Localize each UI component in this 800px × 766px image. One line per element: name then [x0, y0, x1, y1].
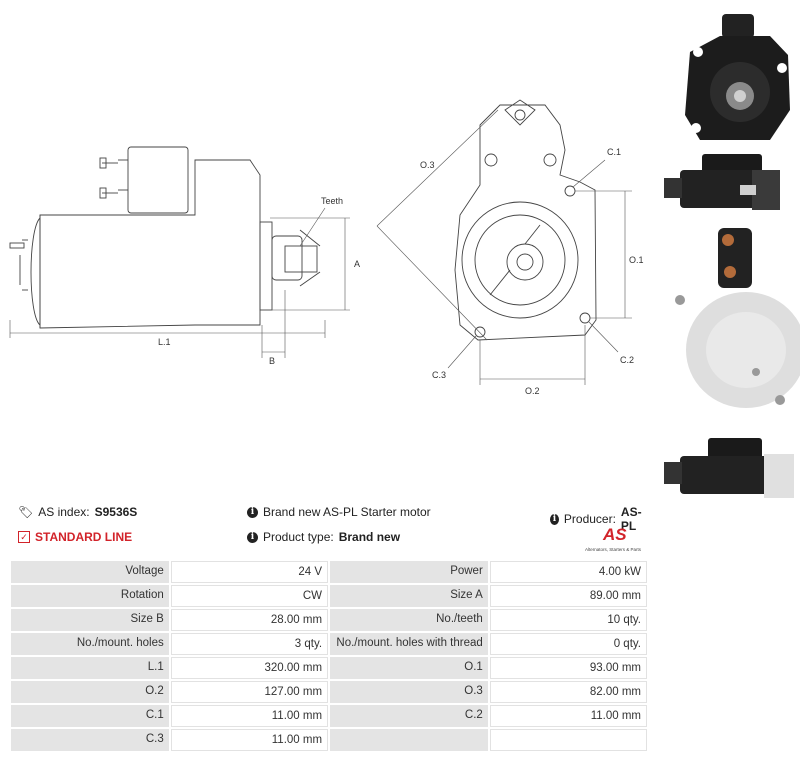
photo-side-view	[664, 154, 780, 210]
technical-drawing: L.1 B A Teeth O.3 O.1 O.2 C.1 C.2 C.3	[9, 99, 644, 396]
producer-label: Producer:	[563, 512, 616, 526]
spec-value: 11.00 mm	[489, 705, 647, 727]
info-row-2: ✓ STANDARD LINE i Product type: Brand ne…	[18, 530, 650, 548]
as-index-value: S9536S	[94, 505, 138, 519]
info-row-1: 🏷︎ AS index: S9536S i Brand new AS-PL St…	[18, 505, 650, 533]
spec-label: No./mount. holes with thread	[330, 633, 488, 655]
spec-value: 89.00 mm	[489, 585, 647, 607]
dim-c3-label: C.3	[432, 370, 446, 380]
dim-l1-label: L.1	[158, 337, 171, 347]
dim-a-label: A	[354, 259, 360, 269]
dim-c1-label: C.1	[607, 147, 621, 157]
producer: i Producer: AS-PL	[550, 505, 650, 533]
spec-label: O.1	[330, 657, 488, 679]
spec-value: 93.00 mm	[489, 657, 647, 679]
photo-bottom-view	[664, 438, 794, 498]
spec-label: C.1	[11, 705, 169, 727]
spec-label: L.1	[11, 657, 169, 679]
product-type: i Product type: Brand new	[247, 530, 400, 544]
spec-value: 4.00 kW	[489, 561, 647, 583]
spec-value: 320.00 mm	[170, 657, 329, 679]
spec-value: 82.00 mm	[489, 681, 647, 703]
dim-c2-label: C.2	[620, 355, 634, 365]
info-icon: i	[247, 531, 258, 543]
producer-value: AS-PL	[620, 505, 642, 533]
product-type-value: Brand new	[338, 530, 401, 544]
spec-value: 0 qty.	[489, 633, 647, 655]
dim-teeth-label: Teeth	[321, 196, 343, 206]
spec-value: 127.00 mm	[170, 681, 329, 703]
spec-label: O.3	[330, 681, 488, 703]
dim-o3-label: O.3	[420, 160, 435, 170]
info-icon: i	[247, 506, 258, 518]
logo-subtext: Alternators, Starters & Parts	[585, 547, 642, 552]
spec-value: 11.00 mm	[170, 729, 329, 751]
spec-label: Voltage	[11, 561, 169, 583]
tag-icon: 🏷︎	[18, 505, 34, 519]
spec-label: Size B	[11, 609, 169, 631]
spec-value: 11.00 mm	[170, 705, 329, 727]
spec-value: 24 V	[170, 561, 329, 583]
logo-text: AS	[602, 525, 627, 544]
spec-label	[330, 729, 488, 751]
spec-label: Rotation	[11, 585, 169, 607]
description: i Brand new AS-PL Starter motor	[247, 505, 431, 519]
check-icon: ✓	[18, 531, 30, 543]
description-text: Brand new AS-PL Starter motor	[263, 505, 431, 519]
spec-value: CW	[170, 585, 329, 607]
dim-b-label: B	[269, 356, 275, 366]
spec-value	[489, 729, 647, 751]
standard-line: ✓ STANDARD LINE	[18, 530, 132, 544]
photo-front-view	[685, 14, 790, 140]
dim-o1-label: O.1	[629, 255, 644, 265]
as-logo: AS Alternators, Starters & Parts	[585, 525, 642, 552]
info-icon: i	[550, 513, 559, 525]
spec-label: O.2	[11, 681, 169, 703]
spec-label: Size A	[330, 585, 488, 607]
spec-label: No./teeth	[330, 609, 488, 631]
dim-o2-label: O.2	[525, 386, 540, 396]
spec-label: No./mount. holes	[11, 633, 169, 655]
spec-label: Power	[330, 561, 488, 583]
product-photos	[664, 14, 800, 498]
standard-line-text: STANDARD LINE	[35, 530, 133, 544]
photo-rear-view	[675, 228, 800, 408]
spec-value: 3 qty.	[170, 633, 329, 655]
product-type-label: Product type:	[263, 530, 334, 544]
spec-label: C.3	[11, 729, 169, 751]
spec-label: C.2	[330, 705, 488, 727]
as-index: 🏷︎ AS index: S9536S	[18, 505, 137, 519]
as-index-label: AS index:	[38, 505, 90, 519]
product-info: 🏷︎ AS index: S9536S i Brand new AS-PL St…	[18, 505, 650, 555]
spec-value: 28.00 mm	[170, 609, 329, 631]
spec-value: 10 qty.	[489, 609, 647, 631]
